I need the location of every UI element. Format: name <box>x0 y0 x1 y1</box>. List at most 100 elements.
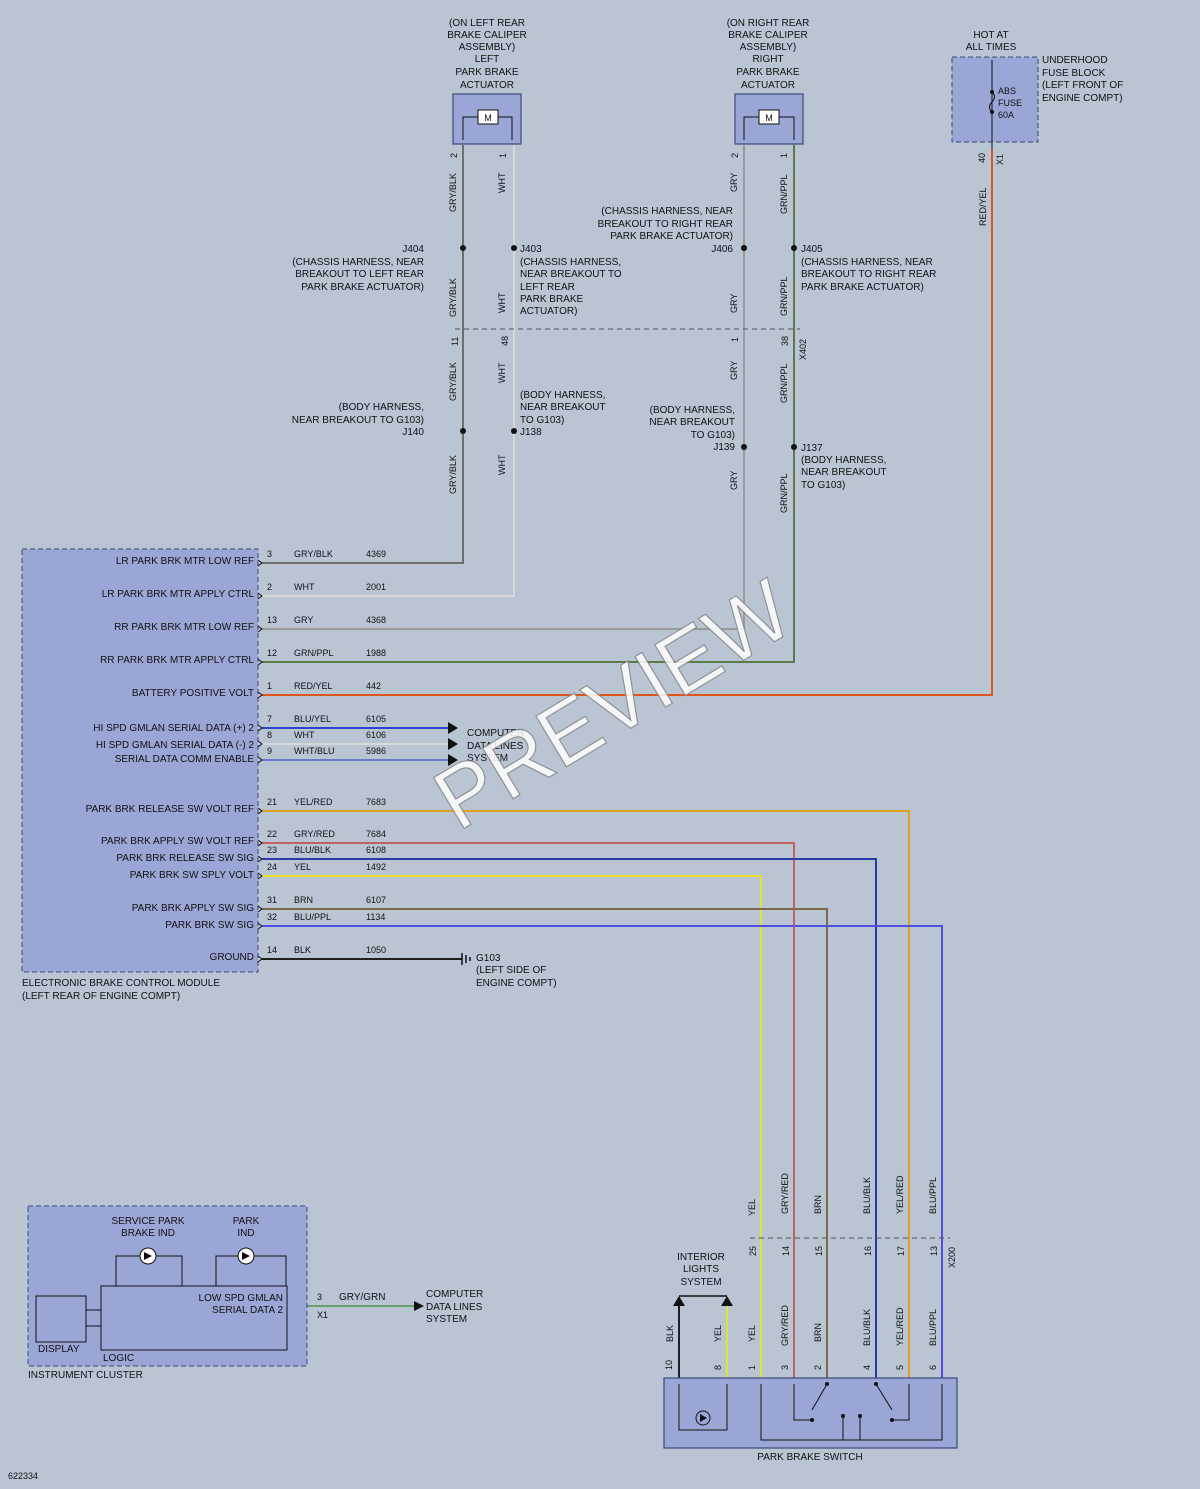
left-actuator-label-line: ACTUATOR <box>460 80 514 91</box>
pin-number: 1 <box>779 153 789 158</box>
pin-number: 3 <box>780 1365 790 1370</box>
ebcm-signal-label: PARK BRK RELEASE SW SIG <box>116 853 254 864</box>
wire-color-label: BLK <box>665 1325 675 1342</box>
module-title: (LEFT REAR OF ENGINE COMPT) <box>22 991 180 1002</box>
fuse-block-location: UNDERHOOD <box>1042 55 1108 66</box>
wire-color-label: BLK <box>294 945 311 955</box>
pin-number: 8 <box>713 1365 723 1370</box>
wire-color-label: GRY/BLK <box>294 549 333 559</box>
wire-color-label: RED/YEL <box>978 187 988 226</box>
fuse-block-location: (LEFT FRONT OF <box>1042 80 1123 91</box>
splice-label: J403 <box>520 244 542 255</box>
wire-color-label: GRY <box>294 615 313 625</box>
ground-label: G103 <box>476 953 501 964</box>
circuit-number: 6105 <box>366 714 386 724</box>
indicator-label: SERVICE PARK <box>112 1216 185 1227</box>
fuse-label: ABS <box>998 86 1016 96</box>
wire-color-label: GRY/BLK <box>448 173 458 212</box>
wire-color-label: BLU/YEL <box>294 714 331 724</box>
splice-label: J140 <box>402 427 424 438</box>
splice-label: TO G103) <box>691 430 735 441</box>
pin-number: 2 <box>730 153 740 158</box>
indicator-label: BRAKE IND <box>121 1228 175 1239</box>
lamp-icon <box>695 1410 711 1426</box>
wire-color-label: WHT <box>497 172 507 193</box>
ebcm-signal-label: HI SPD GMLAN SERIAL DATA (+) 2 <box>93 723 254 734</box>
wire-color-label: GRY <box>729 173 739 192</box>
splice-label: ACTUATOR) <box>520 306 577 317</box>
ebcm-signal-label: HI SPD GMLAN SERIAL DATA (-) 2 <box>96 740 255 751</box>
hot-label: HOT AT <box>973 30 1008 41</box>
wire-color-label: RED/YEL <box>294 681 333 691</box>
pin-number: 1 <box>498 153 508 158</box>
system-label: COMPUTER <box>426 1289 483 1300</box>
system-label: DATA LINES <box>467 741 524 752</box>
ground-icon <box>461 953 471 965</box>
right-actuator-label-line: PARK BRAKE <box>736 67 799 78</box>
serial-label: SERIAL DATA 2 <box>212 1305 283 1316</box>
fuse-block-location: ENGINE COMPT) <box>1042 93 1123 104</box>
wire-color-label: GRY/BLK <box>448 278 458 317</box>
pin-number: 31 <box>267 895 277 905</box>
left-actuator-label-line: (ON LEFT REAR <box>449 18 525 29</box>
ground-g103: G103 (LEFT SIDE OF ENGINE COMPT) <box>461 953 557 989</box>
ebcm-signal-label: SERIAL DATA COMM ENABLE <box>115 754 255 765</box>
wire-color-label: GRY/BLK <box>448 455 458 494</box>
serial-label: LOW SPD GMLAN <box>199 1293 283 1304</box>
module-title: ELECTRONIC BRAKE CONTROL MODULE <box>22 978 220 989</box>
pin-terminal <box>257 807 263 815</box>
splice-points <box>460 245 797 450</box>
pin-terminal <box>257 559 263 567</box>
pin-number: 5 <box>895 1365 905 1370</box>
pin-terminal <box>257 740 263 748</box>
pin-number: 22 <box>267 829 277 839</box>
ebcm-signal-label: LR PARK BRK MTR LOW REF <box>116 556 254 567</box>
splice-label: TO G103) <box>801 480 845 491</box>
pin-number: 3 <box>317 1292 322 1302</box>
park-brake-switch: BLK YEL YEL GRY/RED BRN BLU/BLK YEL/RED … <box>663 1305 958 1463</box>
ebcm-signal-label: GROUND <box>210 952 254 963</box>
ground-label: (LEFT SIDE OF <box>476 965 546 976</box>
pin-number: 3 <box>267 549 272 559</box>
splice-label: BREAKOUT TO RIGHT REAR <box>598 219 733 230</box>
preview-watermark: PREVIEW <box>418 562 807 849</box>
wire-color-label: GRN/PPL <box>779 473 789 513</box>
pin-number: 10 <box>664 1360 674 1370</box>
splice-label: NEAR BREAKOUT <box>801 467 887 478</box>
switch-contacts-icon <box>793 1383 910 1421</box>
ebcm-signal-label: PARK BRK SW SPLY VOLT <box>130 870 254 881</box>
logic-label: LOGIC <box>103 1353 134 1364</box>
splice-label: (BODY HARNESS, <box>520 390 605 401</box>
right-park-brake-actuator: (ON RIGHT REAR BRAKE CALIPER ASSEMBLY) R… <box>727 18 810 158</box>
ground-label: ENGINE COMPT) <box>476 978 557 989</box>
pin-number: 7 <box>267 714 272 724</box>
pin-number: 14 <box>267 945 277 955</box>
interior-lights-system: INTERIOR LIGHTS SYSTEM <box>673 1252 733 1306</box>
pin-terminal <box>257 839 263 847</box>
wire-color-label: YEL/RED <box>895 1175 905 1214</box>
wire-color-label: GRN/PPL <box>779 174 789 214</box>
wire-color-label: GRN/PPL <box>779 276 789 316</box>
left-actuator-label-line: LEFT <box>475 54 499 65</box>
ebcm-signal-label: PARK BRK SW SIG <box>165 920 254 931</box>
fuse-icon <box>989 91 995 113</box>
wire-color-label: WHT/BLU <box>294 746 335 756</box>
pin-number: 9 <box>267 746 272 756</box>
ebcm-signal-label: BATTERY POSITIVE VOLT <box>132 688 254 699</box>
splice-label: (CHASSIS HARNESS, NEAR <box>801 257 933 268</box>
wire-color-label: BRN <box>813 1195 823 1214</box>
circuit-number: 7684 <box>366 829 386 839</box>
right-actuator-label-line: ACTUATOR <box>741 80 795 91</box>
wire-color-label: WHT <box>497 362 507 383</box>
system-label: COMPUTER <box>467 728 524 739</box>
pin-terminal <box>257 872 263 880</box>
wire-color-label: BRN <box>813 1323 823 1342</box>
pin-terminal <box>257 905 263 913</box>
circuit-number: 1134 <box>366 912 385 922</box>
right-actuator-label-line: BRAKE CALIPER <box>728 30 807 41</box>
wire-color-label: YEL/RED <box>294 797 333 807</box>
pin-number: 13 <box>267 615 277 625</box>
splice-label: NEAR BREAKOUT TO <box>520 269 622 280</box>
splice-label: (CHASSIS HARNESS, <box>520 257 621 268</box>
